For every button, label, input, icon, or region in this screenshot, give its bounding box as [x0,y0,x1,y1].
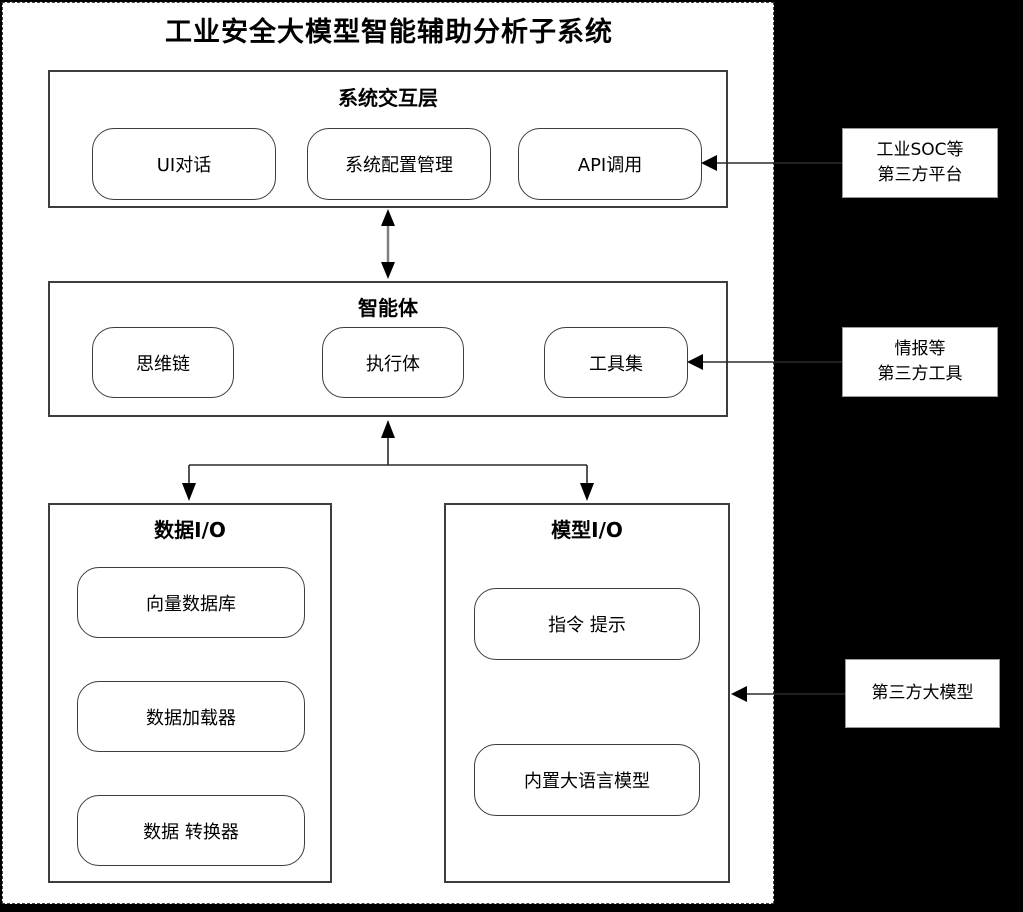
agent-layer-title: 智能体 [358,296,418,320]
model-io-title: 模型I/O [551,518,623,542]
node-executor: 执行体 [322,327,464,398]
model-io-box: 模型I/O 指令 提示 内置大语言模型 [444,503,730,883]
node-api-call: API调用 [518,128,702,200]
node-data-loader: 数据加载器 [77,681,305,752]
node-vector-database: 向量数据库 [77,567,305,638]
external-llm-label: 第三方大模型 [845,659,1000,728]
node-chain-of-thought: 思维链 [92,327,234,398]
interaction-layer-title: 系统交互层 [338,86,438,110]
interaction-layer-box: 系统交互层 UI对话 系统配置管理 API调用 [48,70,728,208]
data-io-box: 数据I/O 向量数据库 数据加载器 数据 转换器 [48,503,332,883]
data-io-title: 数据I/O [154,518,226,542]
agent-layer-box: 智能体 思维链 执行体 工具集 [48,281,728,417]
node-ui-dialog: UI对话 [92,128,276,200]
external-intel-tools-label: 情报等 第三方工具 [842,327,998,397]
node-instruction-prompt: 指令 提示 [474,588,700,660]
page-title: 工业安全大模型智能辅助分析子系统 [165,17,613,48]
node-builtin-llm: 内置大语言模型 [474,744,700,816]
node-toolset: 工具集 [544,327,688,398]
node-system-config: 系统配置管理 [307,128,491,200]
node-data-converter: 数据 转换器 [77,795,305,866]
external-soc-platform-label: 工业SOC等 第三方平台 [842,128,998,198]
